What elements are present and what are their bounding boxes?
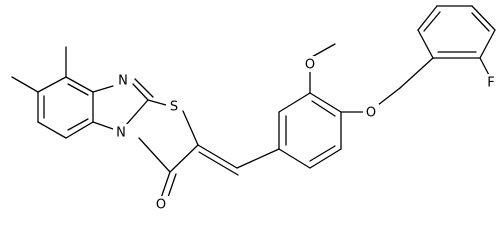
atom-s-ring-label: S xyxy=(170,100,178,115)
atom-labels: N N S O O O F xyxy=(113,56,499,213)
bond-lines xyxy=(11,5,496,204)
atom-o-carbonyl-label: O xyxy=(156,198,166,213)
chemical-structure-diagram: N N S O O O F xyxy=(11,5,499,213)
atom-o-methoxy: O xyxy=(302,56,318,73)
atom-o-carbonyl: O xyxy=(153,196,169,213)
atom-n-ring-label: N xyxy=(116,126,126,141)
atom-n-ring: N xyxy=(113,124,129,141)
atom-s-ring: S xyxy=(166,98,182,115)
atom-o-ether-label: O xyxy=(366,106,376,121)
atom-f: F xyxy=(483,74,499,91)
atom-f-label: F xyxy=(487,76,494,91)
atom-o-methoxy-label: O xyxy=(305,58,315,73)
atom-n-imine-label: N xyxy=(118,74,128,89)
atom-n-imine: N xyxy=(115,72,131,89)
atom-o-ether: O xyxy=(363,104,379,121)
